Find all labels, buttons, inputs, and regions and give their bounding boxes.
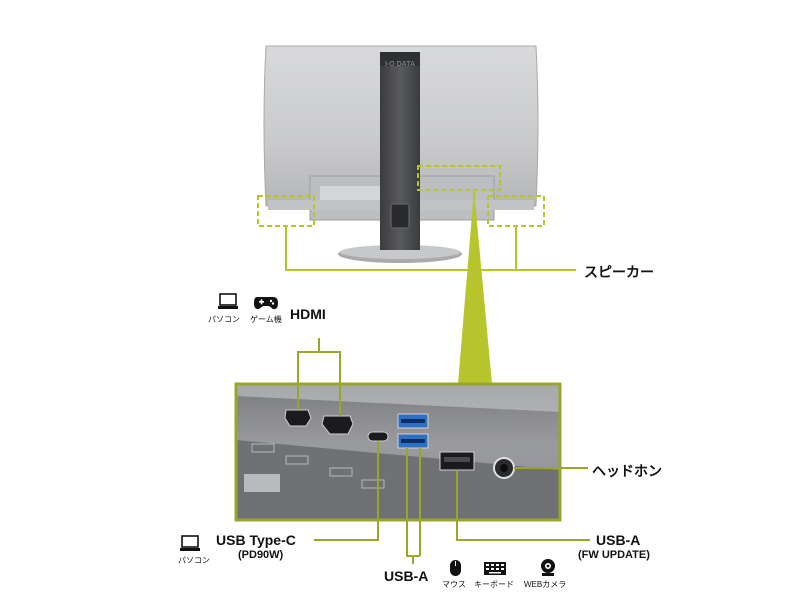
monitor-brand: I-O DATA <box>385 61 415 68</box>
headphone-label: ヘッドホン <box>592 463 662 479</box>
hdmi-label: HDMI <box>290 306 326 322</box>
laptop-icon <box>218 293 238 309</box>
monitor-back <box>263 45 539 263</box>
usb-a-update-label: USB-A <box>596 532 641 548</box>
hdmi-port-1 <box>284 409 312 427</box>
pc-usbc-caption: パソコン <box>178 556 210 565</box>
laptop-icon-usbc <box>180 535 200 551</box>
webcam-caption: WEBカメラ <box>524 580 567 589</box>
port-callouts <box>297 338 590 564</box>
keyboard-caption: キーボード <box>474 580 514 589</box>
usb-a-label: USB-A <box>384 568 429 584</box>
usb-c-sub-label: (PD90W) <box>238 549 284 561</box>
port-closeup <box>234 382 562 522</box>
usb-c-label: USB Type-C <box>216 532 296 548</box>
pc-hdmi-caption: パソコン <box>208 315 240 324</box>
usb-a-update-sub-label: (FW UPDATE) <box>578 549 650 561</box>
speaker-label: スピーカー <box>584 264 654 280</box>
keyboard-icon <box>484 562 506 575</box>
hdmi-port-2 <box>321 415 354 435</box>
mouse-icon <box>450 560 461 576</box>
port-area-box <box>417 165 501 191</box>
mouse-caption: マウス <box>442 580 466 589</box>
webcam-icon <box>541 559 555 576</box>
usb-c-port <box>367 431 389 442</box>
gamepad-icon <box>254 297 278 310</box>
game-caption: ゲーム機 <box>250 315 282 324</box>
